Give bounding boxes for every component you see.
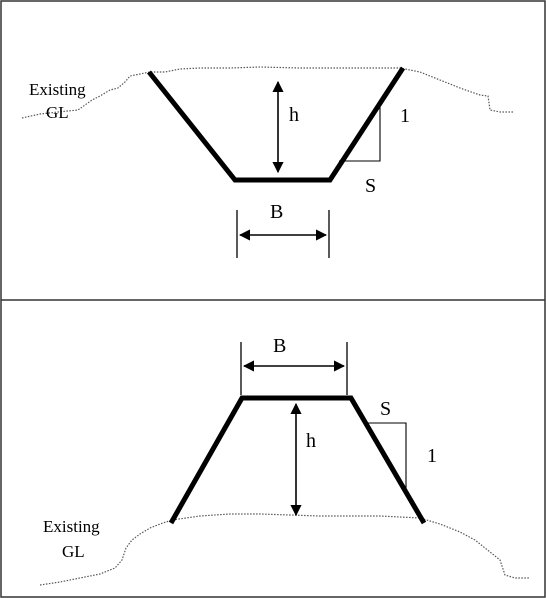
fill-base-label: B [273, 335, 286, 357]
fill-slope-horizontal-label: S [380, 398, 391, 420]
fill-ground-label-line2: GL [62, 542, 85, 561]
fill-slope-vertical-label: 1 [427, 445, 437, 467]
cut-slope-triangle [339, 103, 381, 162]
fill-ground-label-line1: Existing [43, 517, 100, 536]
cut-slope-vertical-label: 1 [400, 105, 410, 127]
cut-height-label: h [289, 104, 299, 126]
fill-section-outline [168, 395, 427, 525]
cut-base-label: B [270, 201, 283, 223]
fill-panel: Existing GL h B 1 S [39, 335, 530, 586]
fill-slope-triangle [365, 422, 407, 488]
cut-slope-horizontal-label: S [365, 175, 376, 197]
cut-ground-line [21, 66, 513, 119]
fill-height-label: h [306, 430, 316, 452]
cut-section-outline [147, 66, 406, 183]
cut-ground-label-line1: Existing [29, 80, 86, 99]
cut-ground-label-line2: GL [46, 103, 69, 122]
cut-panel: Existing GL h B 1 S [21, 66, 513, 258]
fill-ground-line [39, 513, 530, 586]
